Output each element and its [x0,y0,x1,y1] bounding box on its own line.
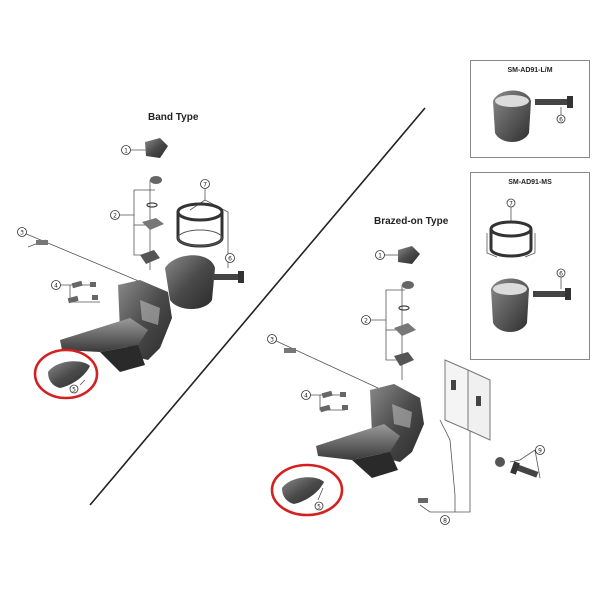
inset-ms-callout-7: 7 [509,201,513,208]
band-top-cap [145,138,168,158]
inset-ms-ring [489,220,533,258]
callout-3: 3 [270,337,274,344]
brazed-screws-part-4 [319,390,348,413]
brazed-adapter-plates-part-8 [444,359,491,441]
brazed-pin-part-3 [284,348,296,353]
inset-ms-callout-6: 6 [559,271,563,278]
brazed-bolt-part-9 [495,457,539,478]
band-cover-part-5 [48,361,90,388]
band-nut [150,176,162,184]
divider-line [89,107,426,506]
inset-ms-bolt [533,291,567,297]
brazed-spacer [394,352,414,366]
band-washer [146,202,158,208]
brazed-nut [402,281,414,289]
brazed-cover-part-5 [282,477,324,504]
callout-9: 9 [538,448,542,455]
inset-ms-title: SM-AD91-MS [508,179,552,186]
band-mounted-clamp [165,255,215,309]
band-cover-highlight-circle [33,348,99,400]
band-bolt-part-6 [212,271,244,283]
band-clamp-part-7 [176,202,224,248]
brazed-on-type-title: Brazed-on Type [374,216,449,227]
brazed-callouts: 1 2 3 4 5 9 8 [267,250,545,525]
callout-1: 1 [378,253,382,260]
brazed-cage-plate [316,424,400,460]
callout-4: 4 [304,393,308,400]
callout-4: 4 [54,283,58,290]
callout-6: 6 [228,256,232,263]
inset-lm-drawing: 6 [493,90,573,142]
callout-2: 2 [364,318,368,325]
brazed-on-type-assembly: 1 2 3 4 5 9 8 [267,246,545,525]
band-plate [142,218,164,230]
callout-2: 2 [113,213,117,220]
inset-lm-bolt [535,99,569,105]
band-spacer [140,250,160,264]
inset-ms-drawing: 7 6 [486,198,571,332]
brazed-top-cap [398,246,420,264]
band-callouts: 1 2 7 6 3 4 5 [17,145,235,394]
inset-sm-ad91-lm: SM-AD91-L/M 6 [470,60,590,158]
band-cage-plate [60,318,148,352]
band-pin-part-3 [36,240,48,245]
inset-lm-callout-6: 6 [559,117,563,124]
band-type-title: Band Type [148,112,199,123]
callout-5: 5 [317,504,321,511]
brazed-plate [394,323,416,336]
brazed-small-screw [418,498,428,503]
callout-8: 8 [443,518,447,525]
callout-7: 7 [203,182,207,189]
brazed-washer [398,305,410,311]
inset-sm-ad91-ms: SM-AD91-MS 7 6 [470,172,590,360]
band-screws-part-4 [67,280,98,304]
callout-3: 3 [20,230,24,237]
band-type-assembly: 1 2 7 6 3 4 5 [17,138,244,400]
callout-1: 1 [124,148,128,155]
callout-5: 5 [72,387,76,394]
inset-lm-title: SM-AD91-L/M [507,67,553,74]
brazed-cover-highlight-circle [270,463,344,517]
